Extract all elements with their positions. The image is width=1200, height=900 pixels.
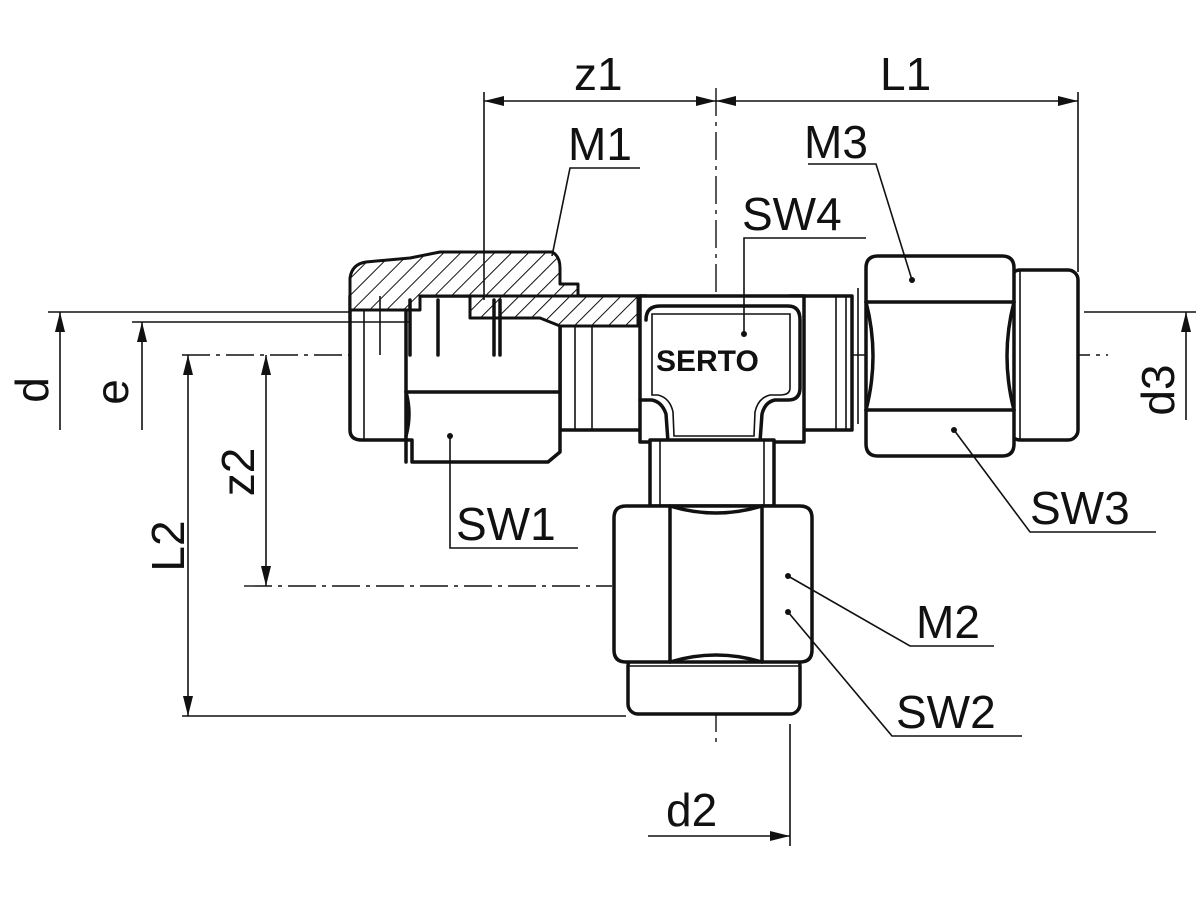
left-nut	[348, 250, 640, 464]
leader-lines	[447, 163, 1156, 737]
label-M1: M1	[568, 118, 632, 170]
label-d3: d3	[1132, 364, 1184, 415]
right-nut	[857, 254, 1080, 458]
tee-body	[558, 294, 854, 508]
label-e: e	[86, 379, 138, 405]
label-M2: M2	[916, 596, 980, 648]
label-d2: d2	[666, 784, 717, 836]
label-SW1: SW1	[456, 498, 556, 550]
label-M3: M3	[804, 116, 868, 168]
dimension-lines	[48, 92, 1196, 846]
label-d: d	[6, 377, 58, 403]
label-z2: z2	[212, 448, 264, 497]
label-z1: z1	[574, 48, 623, 100]
bottom-nut	[612, 504, 814, 716]
label-L2: L2	[142, 520, 194, 571]
label-SW3: SW3	[1030, 482, 1130, 534]
label-L1: L1	[880, 48, 931, 100]
label-SW4: SW4	[742, 188, 842, 240]
label-SW2: SW2	[896, 686, 996, 738]
brand-mark: SERTO	[656, 345, 759, 378]
